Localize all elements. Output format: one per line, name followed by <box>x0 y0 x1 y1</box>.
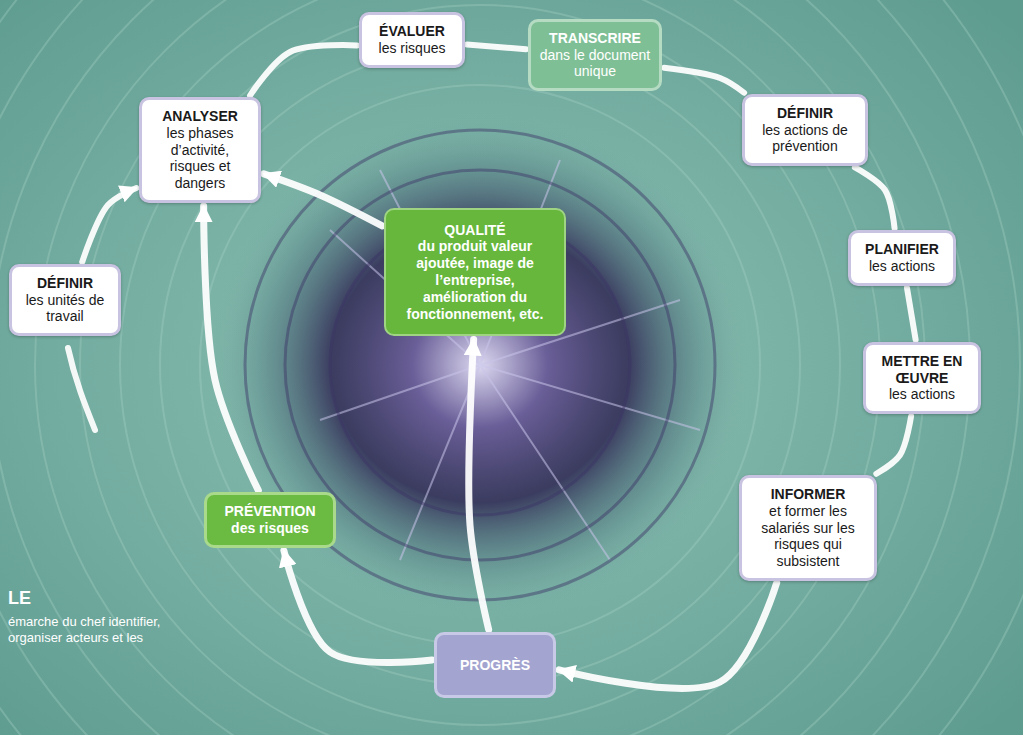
box-heading: PROGRÈS <box>445 657 545 674</box>
outcome-box: PROGRÈS <box>434 632 556 699</box>
process-box: ANALYSERles phases d’activité, risques e… <box>139 97 261 203</box>
box-text: et former les salariés sur les risques q… <box>750 503 866 570</box>
box-text: les actions <box>874 386 970 403</box>
cycle-arrow <box>284 551 432 663</box>
box-heading: ÉVALUER <box>370 23 454 40</box>
box-heading: PRÉVENTION <box>215 503 325 520</box>
box-text: les actions <box>859 258 945 275</box>
cycle-line <box>855 167 895 228</box>
cycle-line <box>250 45 357 95</box>
box-text: les risques <box>370 40 454 57</box>
process-box: PLANIFIERles actions <box>848 230 956 286</box>
cycle-arrow <box>82 188 136 262</box>
outcome-box: QUALITÉdu produit valeur ajoutée, image … <box>384 208 566 337</box>
cycle-line <box>907 288 916 340</box>
process-box: DÉFINIRles unités de travail <box>9 264 121 336</box>
box-text: les unités de travail <box>20 292 110 326</box>
box-heading: PLANIFIER <box>859 241 945 258</box>
box-heading: DÉFINIR <box>753 105 857 122</box>
outcome-box: PRÉVENTIONdes risques <box>204 492 336 548</box>
process-box: ÉVALUERles risques <box>359 12 465 68</box>
box-heading: METTRE EN ŒUVRE <box>874 353 970 387</box>
caption-heading: LE <box>8 588 31 609</box>
box-heading: DÉFINIR <box>20 275 110 292</box>
box-text: du produit valeur ajoutée, image de l’en… <box>396 238 554 322</box>
ring-line <box>68 348 95 430</box>
process-box: TRANSCRIREdans le document unique <box>528 19 662 91</box>
process-box: METTRE EN ŒUVREles actions <box>863 342 981 414</box>
box-heading: TRANSCRIRE <box>539 30 651 47</box>
box-text: des risques <box>215 520 325 537</box>
cycle-arrow <box>204 206 259 490</box>
caption-text: émarche du chef identifier, organiser ac… <box>8 614 173 647</box>
process-box: DÉFINIRles actions de prévention <box>742 94 868 166</box>
box-heading: ANALYSER <box>150 108 250 125</box>
box-heading: QUALITÉ <box>396 222 554 239</box>
box-text: dans le document unique <box>539 47 651 81</box>
cycle-arrow <box>559 583 777 689</box>
box-heading: INFORMER <box>750 486 866 503</box>
cycle-arrow <box>264 174 382 226</box>
box-text: les phases d’activité, risques et danger… <box>150 125 250 192</box>
cycle-line <box>664 68 744 93</box>
cycle-line <box>467 45 526 50</box>
cycle-arrow <box>469 339 489 629</box>
box-text: les actions de prévention <box>753 122 857 156</box>
process-box: INFORMERet former les salariés sur les r… <box>739 475 877 581</box>
cycle-line <box>876 416 911 474</box>
